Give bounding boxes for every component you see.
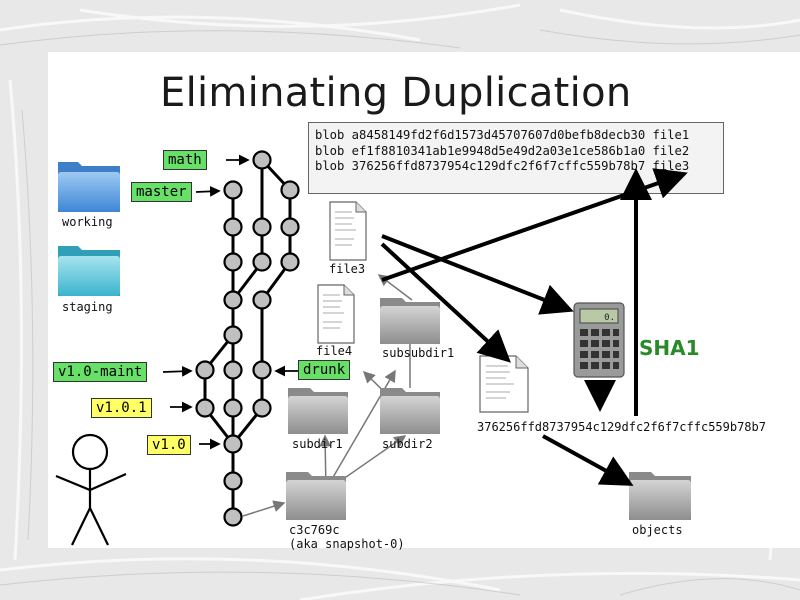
- commit-node[interactable]: [223, 217, 243, 237]
- commit-node[interactable]: [252, 360, 272, 380]
- commit-node[interactable]: [223, 360, 243, 380]
- snapshot-alias-label: (aka snapshot-0): [289, 537, 405, 551]
- calculator-display-text: 0.: [604, 313, 615, 323]
- commit-node[interactable]: [252, 217, 272, 237]
- snapshot-id-label: c3c769c: [289, 523, 340, 537]
- commit-graph-edges: [203, 158, 292, 517]
- commit-node[interactable]: [195, 360, 215, 380]
- subdir2-label: subdir2: [382, 437, 433, 451]
- file4-label: file4: [316, 344, 353, 358]
- tag-v101-label[interactable]: v1.0.1: [91, 398, 152, 418]
- objects-folder-icon: [629, 472, 691, 520]
- commit-nodes: [195, 150, 300, 527]
- commit-node[interactable]: [223, 471, 243, 491]
- calculator-icon: 0.: [573, 302, 625, 378]
- commit-node[interactable]: [280, 217, 300, 237]
- branch-master-label[interactable]: master: [131, 182, 192, 202]
- hash-flow-arrows: [380, 168, 688, 486]
- commit-node[interactable]: [252, 398, 272, 418]
- subdir1-folder-icon: [288, 388, 348, 434]
- user-figure-icon: [55, 433, 127, 546]
- commit-node[interactable]: [223, 325, 243, 345]
- blob-line-1: blob a8458149fd2f6d1573d45707607d0befb8d…: [315, 128, 690, 142]
- commit-node[interactable]: [252, 252, 272, 272]
- commit-node[interactable]: [195, 398, 215, 418]
- tag-v10-label[interactable]: v1.0: [147, 435, 191, 455]
- commit-node[interactable]: [252, 290, 272, 310]
- sha1-label: SHA1: [639, 336, 700, 360]
- file3-document-icon: [329, 201, 367, 261]
- commit-node[interactable]: [223, 252, 243, 272]
- commit-node[interactable]: [280, 180, 300, 200]
- commit-node[interactable]: [223, 398, 243, 418]
- file3-label: file3: [329, 262, 366, 276]
- working-folder-icon: [58, 162, 120, 212]
- hash-label: 376256ffd8737954c129dfc2f6f7cffc559b78b7: [477, 420, 766, 434]
- staging-label: staging: [62, 300, 113, 314]
- branch-math-label[interactable]: math: [163, 150, 207, 170]
- subdir2-folder-icon: [380, 388, 440, 434]
- working-label: working: [62, 215, 113, 229]
- commit-node[interactable]: [280, 252, 300, 272]
- staging-folder-icon: [58, 246, 120, 296]
- subsubdir1-label: subsubdir1: [382, 346, 455, 360]
- commit-node[interactable]: [223, 180, 243, 200]
- blob-line-2: blob ef1f8810341ab1e9948d5e49d2a03e1ce58…: [315, 143, 690, 158]
- hashed-blob-document-icon: [479, 355, 529, 413]
- branch-v10-maint-label[interactable]: v1.0-maint: [53, 362, 148, 382]
- subdir1-label: subdir1: [292, 437, 343, 451]
- snapshot-folder-icon: [286, 472, 346, 520]
- commit-node[interactable]: [252, 150, 272, 170]
- commit-node[interactable]: [223, 290, 243, 310]
- page-title: Eliminating Duplication: [160, 70, 632, 116]
- branch-drunk-label[interactable]: drunk: [298, 360, 351, 380]
- commit-node[interactable]: [223, 434, 243, 454]
- subsubdir1-folder-icon: [380, 298, 440, 344]
- commit-node[interactable]: [223, 507, 243, 527]
- file4-document-icon: [317, 284, 355, 344]
- objects-label: objects: [632, 523, 683, 537]
- ref-arrows: [162, 154, 298, 450]
